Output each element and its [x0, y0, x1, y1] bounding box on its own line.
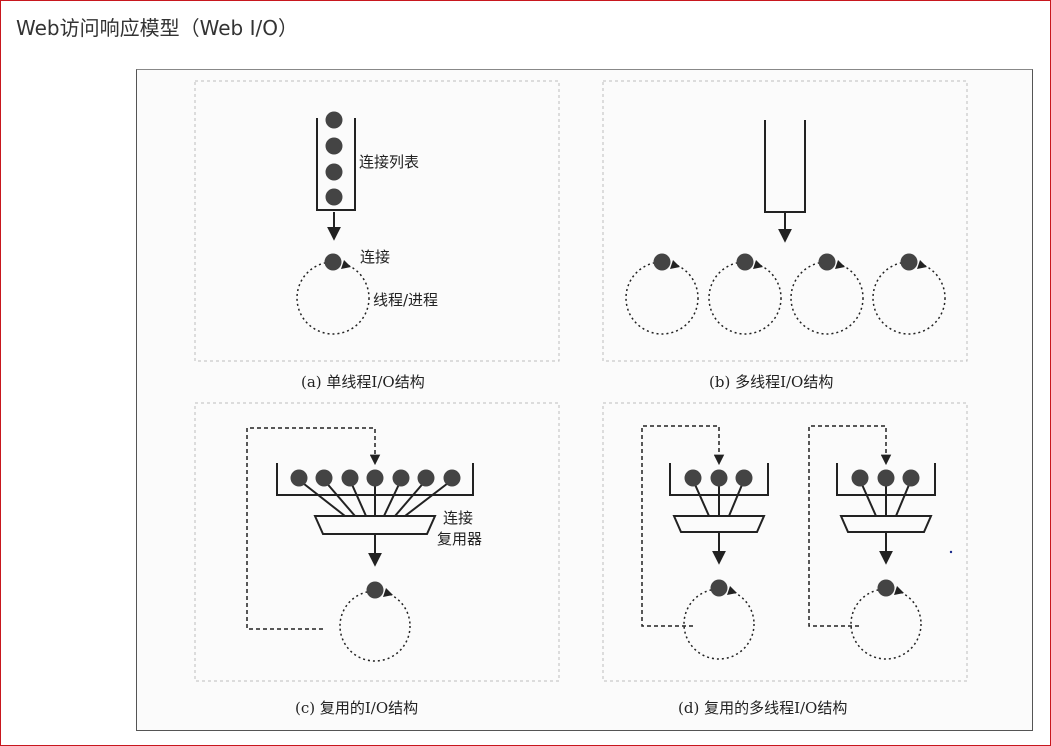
queued-connection — [325, 111, 343, 129]
panel-b-border — [602, 80, 968, 362]
thread-loop-2 — [708, 253, 782, 335]
multiplexer-label: 复用器 — [437, 530, 482, 548]
caption-c: (c) 复用的I/O结构 — [295, 699, 418, 717]
queued-connection — [325, 137, 343, 155]
page-title: Web访问响应模型（Web I/O） — [16, 16, 298, 40]
io-model-figure: 连接列表 连接 线程/进程 (a) 单线程I/O结构 — [136, 69, 1033, 731]
multiplexer-unit-2 — [808, 425, 936, 660]
active-connection — [366, 581, 384, 599]
panel-a: 连接列表 连接 线程/进程 — [194, 80, 560, 362]
thread-loop — [339, 590, 411, 662]
panel-c: 连接 复用器 — [194, 402, 560, 682]
thread-loop-1 — [625, 253, 699, 335]
multiplexer-unit-1 — [641, 425, 769, 660]
thread-loop-3 — [790, 253, 864, 335]
caption-d: (d) 复用的多线程I/O结构 — [678, 699, 847, 717]
loop-arrowhead — [341, 260, 351, 269]
panel-a-border — [194, 80, 560, 362]
io-model-diagram: 连接列表 连接 线程/进程 (a) 单线程I/O结构 — [194, 80, 968, 717]
caption-a: (a) 单线程I/O结构 — [301, 373, 425, 391]
thread-label: 线程/进程 — [373, 291, 438, 309]
caption-b: (b) 多线程I/O结构 — [709, 373, 833, 391]
queued-connection — [325, 163, 343, 181]
connection-queue — [316, 118, 356, 211]
connection-queue — [764, 120, 806, 213]
multiplexer — [313, 515, 437, 535]
panel-d-border — [602, 402, 968, 682]
feedback-path — [246, 427, 381, 630]
loop-arrowhead — [383, 588, 393, 597]
fan-lines — [298, 479, 453, 517]
stray-dot — [949, 550, 953, 554]
connection-label: 连接 — [443, 509, 473, 527]
panel-c-border — [194, 402, 560, 682]
panel-b — [602, 80, 968, 362]
connection-list-label: 连接列表 — [359, 153, 419, 171]
panel-d — [602, 402, 968, 682]
connection-label: 连接 — [360, 248, 390, 266]
queued-connection — [325, 188, 343, 206]
thread-loop-4 — [872, 253, 946, 335]
thread-loop — [296, 261, 370, 335]
active-connection — [324, 253, 342, 271]
multiplexed-connections — [290, 469, 461, 487]
